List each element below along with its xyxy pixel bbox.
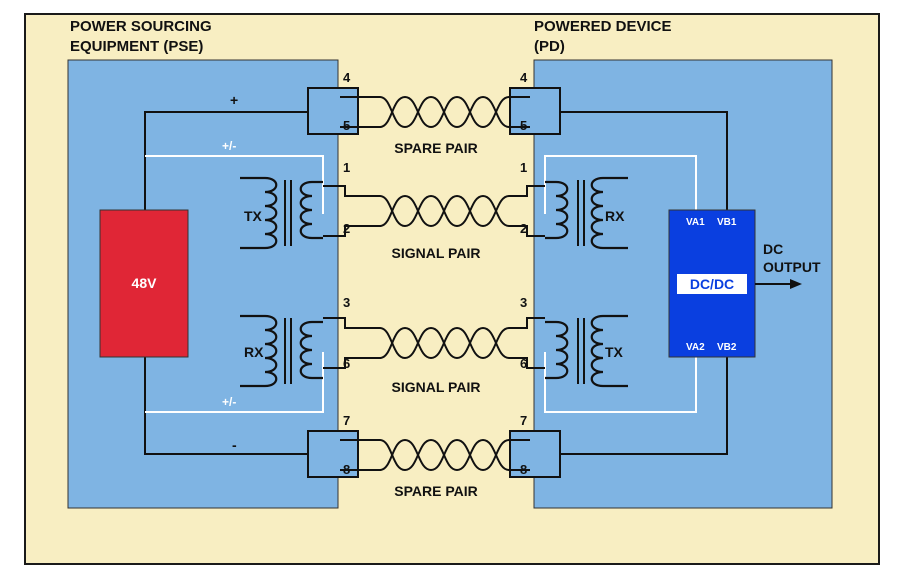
source-48v-label: 48V [132,275,158,291]
pse-rx-transformer [240,314,323,388]
pd-pin-2: 2 [520,221,527,236]
pse-pin-3: 3 [343,295,350,310]
spare-pair-bottom-label: SPARE PAIR [394,483,478,499]
source-48v-block [99,209,189,358]
pd-tx-transformer [545,314,628,388]
pse-center-tap-top [145,155,324,214]
signal-pair-top-label: SIGNAL PAIR [392,245,481,261]
pd-rx-label: RX [605,208,625,224]
pd-top-wire [560,111,728,210]
pd-pin-6: 6 [520,356,527,371]
pse-pm-top-label: +/- [222,139,236,153]
pse-minus-label: - [232,437,237,453]
twisted-pair-spare-top [340,95,530,129]
pd-title-line2: (PD) [534,38,565,55]
va1-label: VA1 [686,217,705,228]
pd-bottom-wire [560,357,728,455]
pd-pin-7: 7 [520,413,527,428]
pd-pin-8: 8 [520,462,527,477]
va2-label: VA2 [686,342,705,353]
pse-pin-4: 4 [343,70,351,85]
pse-tx-label: TX [244,208,263,224]
vb1-label: VB1 [717,217,737,228]
pse-pin-5: 5 [343,118,350,133]
pse-minus-wire [144,357,308,455]
dc-output-label-line2: OUTPUT [763,259,821,275]
pse-pin-7: 7 [343,413,350,428]
pd-pin-4: 4 [520,70,528,85]
pse-center-tap-bottom [145,352,324,413]
pse-title-line1: POWER SOURCING [70,18,212,35]
vb2-label: VB2 [717,342,737,353]
dc-output-arrowhead [790,279,802,289]
pd-pin-1: 1 [520,160,527,175]
dcdc-label: DC/DC [690,276,734,292]
pse-rx-label: RX [244,344,264,360]
pd-rx-transformer [545,176,628,250]
dcdc-label-bg [677,274,747,294]
pse-pin-8: 8 [343,462,350,477]
pse-pin-1: 1 [343,160,350,175]
dc-output-label-line1: DC [763,241,783,257]
pse-pin-6: 6 [343,356,350,371]
spare-pair-top-label: SPARE PAIR [394,140,478,156]
twisted-pair-signal-top [323,185,545,237]
pse-title-line2: EQUIPMENT (PSE) [70,38,203,55]
pse-pin-2: 2 [343,221,350,236]
pd-pin-3: 3 [520,295,527,310]
signal-pair-bottom-label: SIGNAL PAIR [392,379,481,395]
pd-pin-5: 5 [520,118,527,133]
pd-title-line1: POWERED DEVICE [534,18,672,35]
twisted-pair-spare-bottom [340,438,530,472]
pse-pm-bottom-label: +/- [222,395,236,409]
pd-center-tap-bottom [544,352,697,413]
pd-tx-label: TX [605,344,624,360]
pse-tx-transformer [240,176,323,250]
twisted-pair-signal-bottom [323,317,545,369]
pse-plus-label: + [230,92,238,108]
pse-plus-wire [144,111,308,210]
